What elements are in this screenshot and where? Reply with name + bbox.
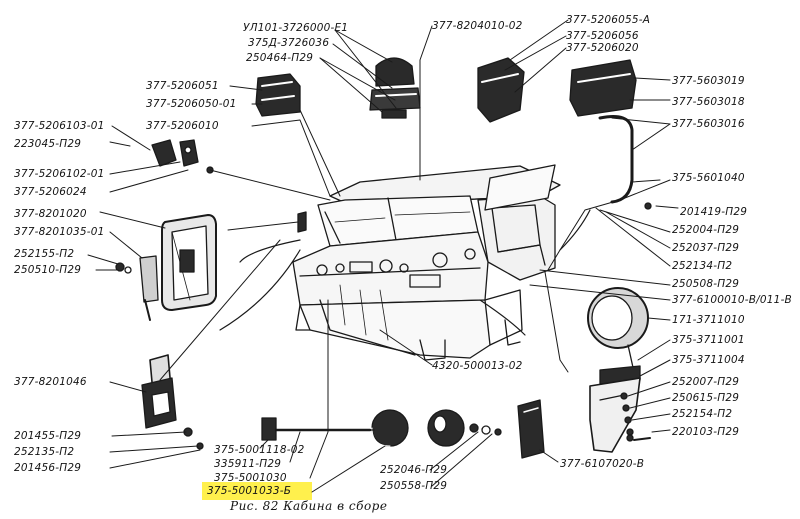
part-label: 220103-П29 <box>672 426 740 438</box>
part-label: 375-3711004 <box>672 354 745 366</box>
part-label: 171-3711010 <box>672 314 745 326</box>
part-label: 252134-П2 <box>672 260 733 272</box>
part-label: 250558-П29 <box>380 480 448 492</box>
part-label: 377-8201046 <box>14 376 87 388</box>
part-label: 377-5206024 <box>14 186 87 198</box>
part-label: 252037-П29 <box>672 242 740 254</box>
part-label: 250508-П29 <box>672 278 740 290</box>
part-label: 375Д-3726036 <box>248 37 330 49</box>
part-label: 252046-П29 <box>380 464 448 476</box>
part-label: 4320-500013-02 <box>432 360 523 372</box>
part-label: 375-5001030 <box>214 472 287 484</box>
part-label: 201419-П29 <box>680 206 748 218</box>
part-label: 377-5603018 <box>672 96 745 108</box>
part-label: 201456-П29 <box>14 462 82 474</box>
leader-lines <box>87 19 679 493</box>
highlight-marker <box>202 482 312 500</box>
part-label: 377-5206103-01 <box>14 120 105 132</box>
part-label: 377-8204010-02 <box>432 20 523 32</box>
part-label: 375-5001118-02 <box>214 444 305 456</box>
door-handle <box>141 354 204 450</box>
wiring <box>219 209 591 336</box>
part-label: 377-5603016 <box>672 118 745 130</box>
small-hardware <box>115 139 214 274</box>
left-mirror <box>139 211 307 321</box>
highlighted-part-label: 375-5001033-Б <box>207 485 292 497</box>
part-label: 377-8201035-01 <box>14 226 105 238</box>
part-label: 377-5206055-А <box>566 14 651 26</box>
part-label: 377-5206102-01 <box>14 168 105 180</box>
part-label: 252155-П2 <box>14 248 75 260</box>
part-label: 377-5206050-01 <box>146 98 237 110</box>
part-label: 375-5601040 <box>672 172 745 184</box>
part-label: 335911-П29 <box>214 458 282 470</box>
part-label: 223045-П29 <box>14 138 82 150</box>
work-lamp <box>587 287 649 385</box>
part-label: 377-5206051 <box>146 80 219 92</box>
part-label: 377-6100010-В/011-В <box>672 294 792 306</box>
part-label: 377-5206056 <box>566 30 639 42</box>
part-label: 252135-П2 <box>14 446 75 458</box>
figure-caption: Рис. 82 Кабина в сборе <box>230 499 388 513</box>
part-label: 201455-П29 <box>14 430 82 442</box>
part-label: 377-8201020 <box>14 208 87 220</box>
lamp-bracket <box>589 377 651 453</box>
part-label: 377-6107020-В <box>560 458 645 470</box>
part-label: 252004-П29 <box>672 224 740 236</box>
part-label: УЛ101-3726000-Е1 <box>243 22 349 34</box>
part-label: 250464-П29 <box>246 52 314 64</box>
part-label: 377-5206020 <box>566 42 639 54</box>
part-label: 250510-П29 <box>14 264 82 276</box>
cab-mounts <box>261 202 652 459</box>
part-label: 375-3711001 <box>672 334 745 346</box>
part-label: 252154-П2 <box>672 408 733 420</box>
part-label: 377-5603019 <box>672 75 745 87</box>
part-label: 252007-П29 <box>672 376 740 388</box>
marker-lights <box>255 57 637 204</box>
part-label: 250615-П29 <box>672 392 740 404</box>
sun-visor <box>484 164 556 211</box>
part-label: 377-5206010 <box>146 120 219 132</box>
